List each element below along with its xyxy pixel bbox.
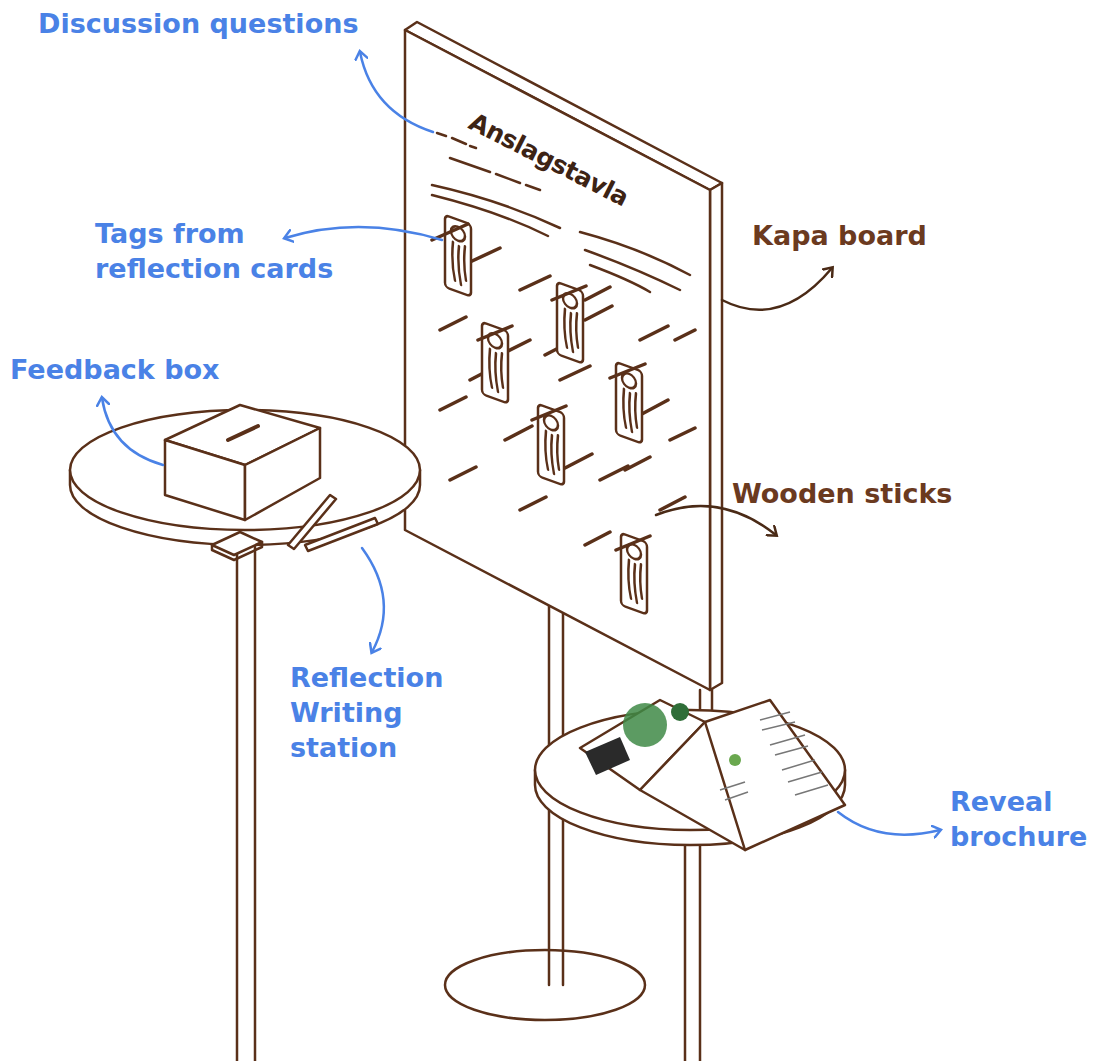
callout-label: Reflection Writing station: [290, 660, 465, 765]
part-label: Wooden sticks: [732, 476, 992, 511]
callout-label: Tags from reflection cards: [95, 216, 355, 286]
callout-label: Feedback box: [10, 352, 270, 387]
callout-label: Discussion questions: [38, 6, 418, 41]
part-label: Kapa board: [752, 218, 972, 253]
callout-label: Reveal brochure: [950, 784, 1100, 854]
